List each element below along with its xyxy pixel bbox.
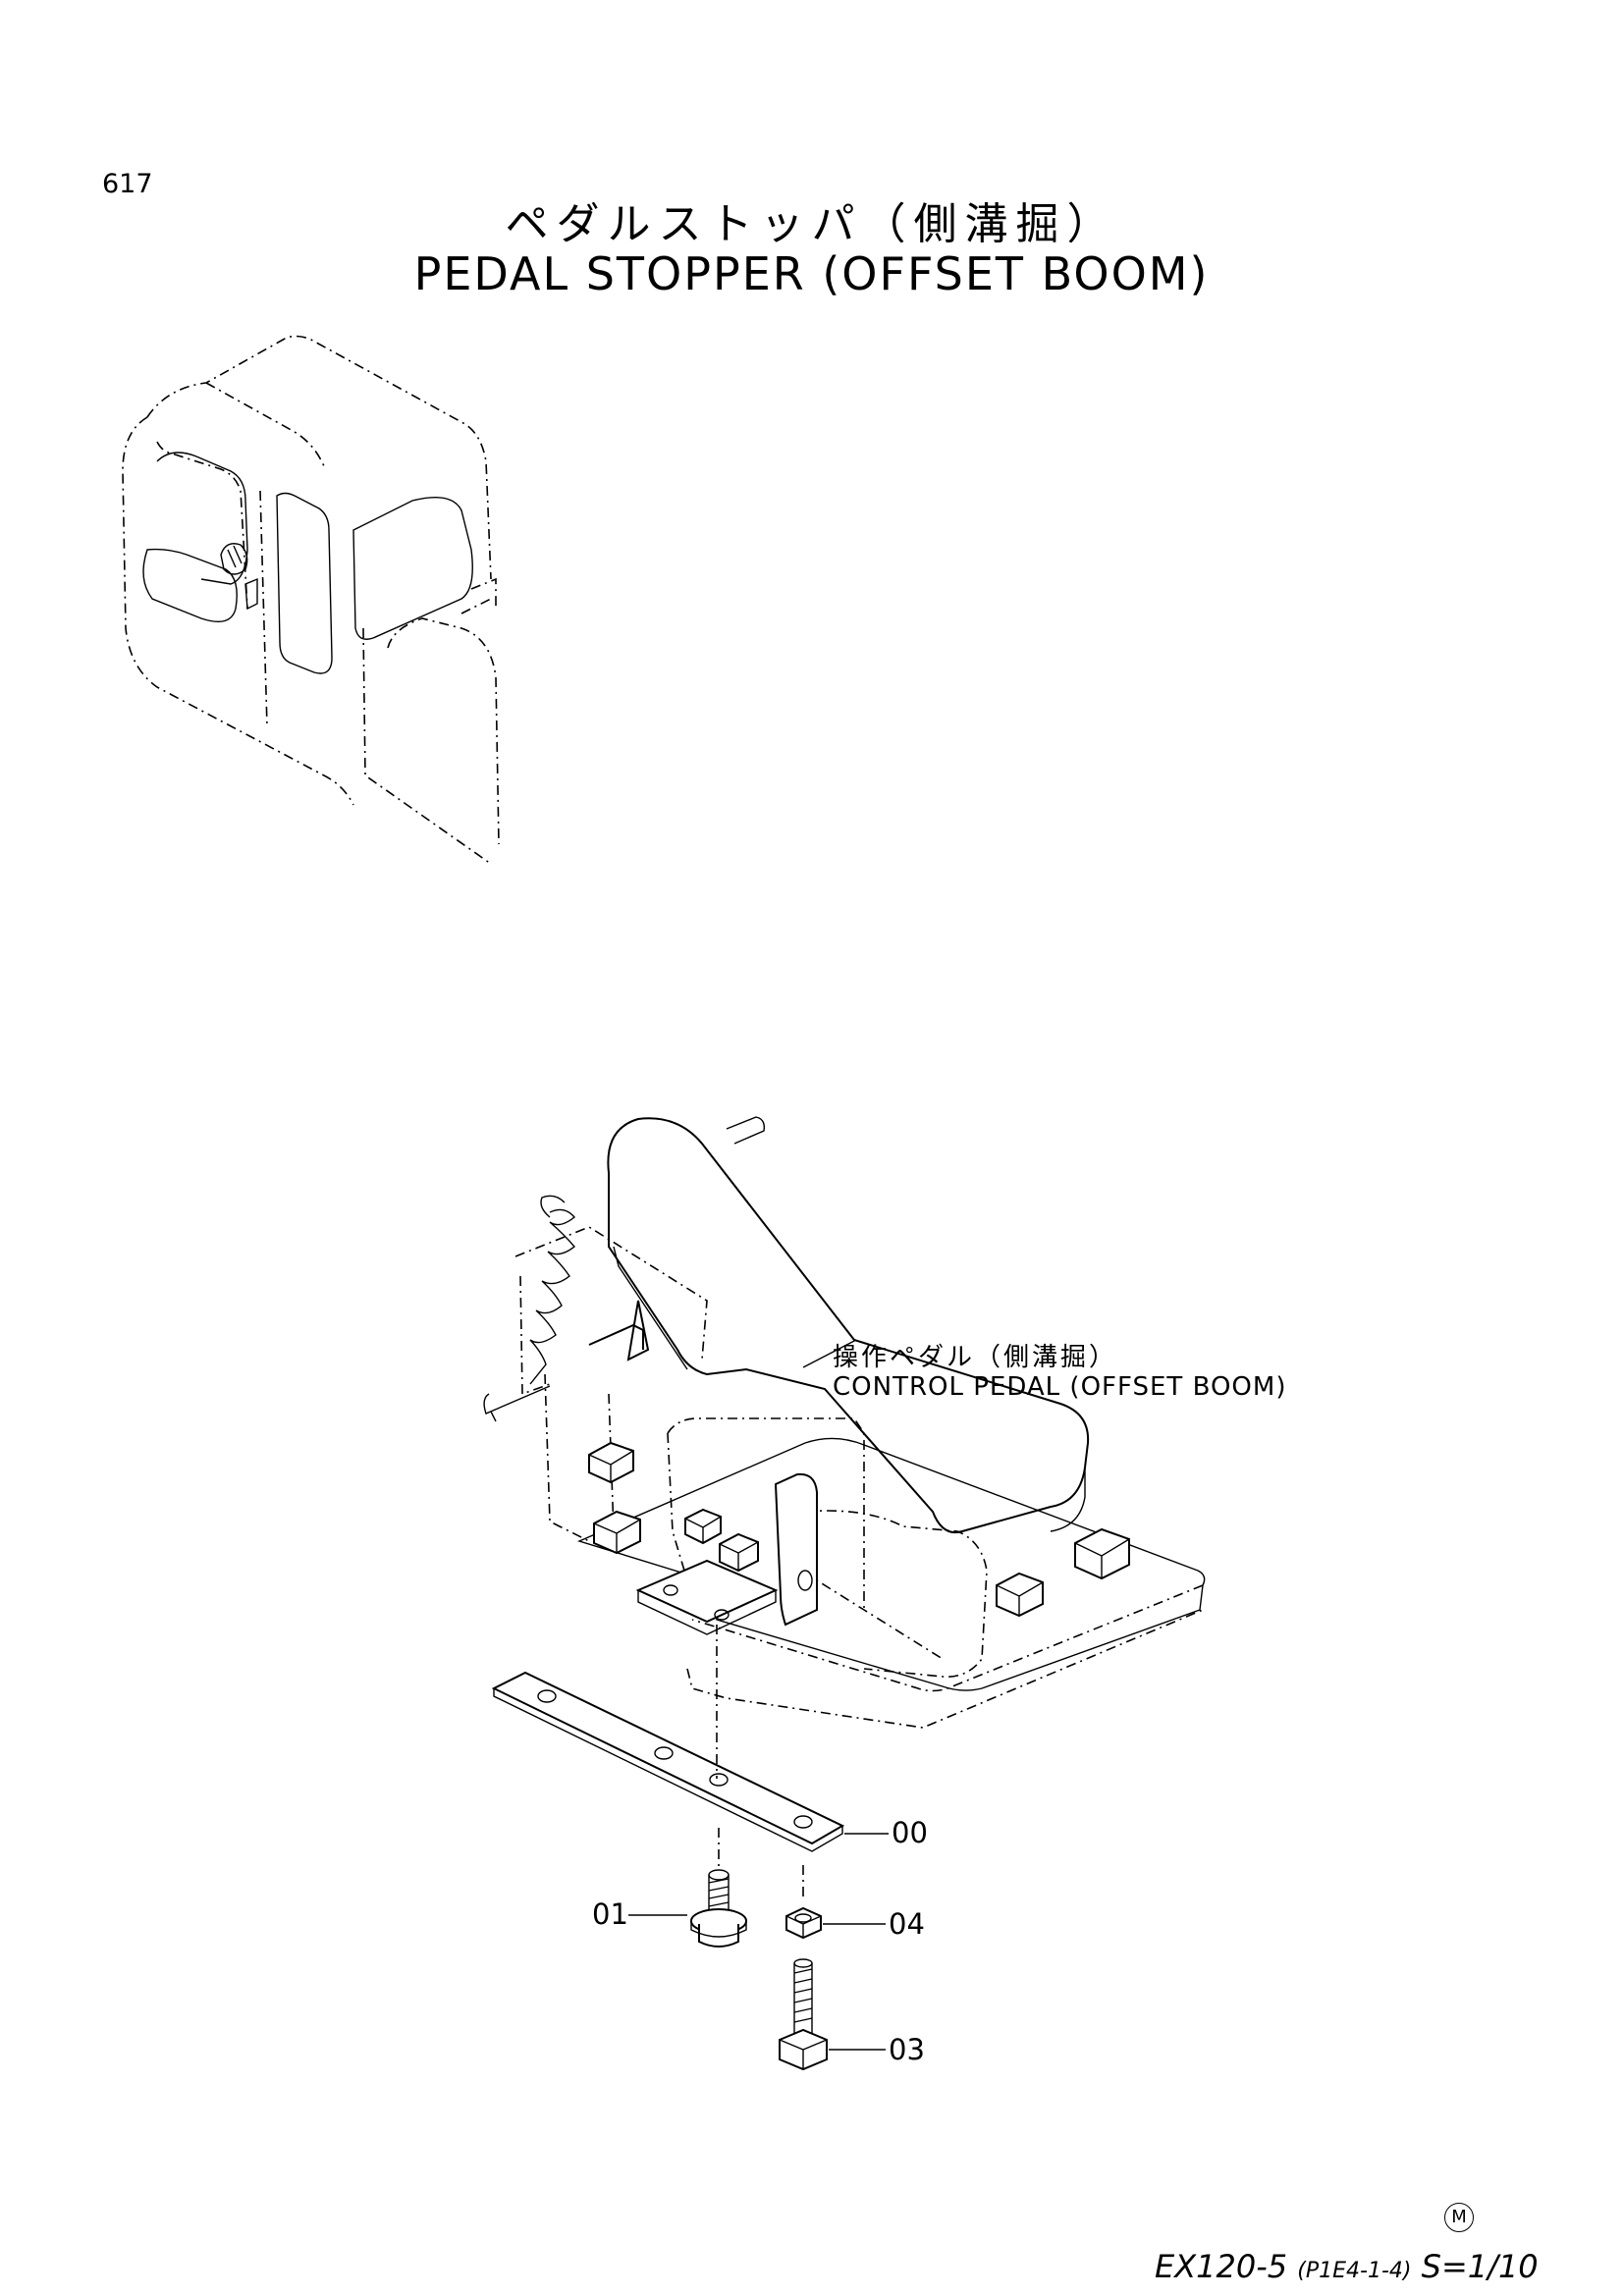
bolt-head-4 — [719, 1532, 759, 1573]
bolt-head-2 — [593, 1510, 641, 1555]
callout-japanese: 操作ペダル（側溝掘） — [833, 1343, 1118, 1372]
page-number: 617 — [102, 169, 153, 199]
title-japanese: ペダルストッパ（側溝掘） — [505, 199, 1118, 249]
scale: S=1/10 — [1421, 2248, 1539, 2285]
nut-part-04-drawing — [785, 1865, 822, 1940]
illustration-code: (P1E4-1-4) — [1297, 2259, 1412, 2283]
bolt-head-1 — [588, 1441, 634, 1484]
circled-m-mark: M — [1444, 2203, 1474, 2232]
stopper-plate-drawing — [491, 1671, 845, 1852]
part-label-03: 03 — [889, 2033, 925, 2066]
footer: EX120-5 (P1E4-1-4) S=1/10 — [1155, 2248, 1539, 2285]
bolt-part-03-drawing — [779, 1958, 828, 2071]
part-label-00: 00 — [892, 1816, 928, 1849]
title-english: PEDAL STOPPER (OFFSET BOOM) — [413, 247, 1210, 300]
part-label-01: 01 — [592, 1897, 628, 1931]
bolt-head-3 — [684, 1508, 722, 1545]
bolt-head-5 — [996, 1572, 1044, 1618]
callout-english: CONTROL PEDAL (OFFSET BOOM) — [833, 1372, 1287, 1402]
model-name: EX120-5 — [1155, 2248, 1288, 2285]
control-pedal-drawing — [483, 1116, 1206, 1729]
part-label-04: 04 — [889, 1907, 925, 1941]
bolt-head-6 — [1074, 1527, 1130, 1580]
bolt-part-01-drawing — [690, 1828, 747, 1948]
cab-overview-drawing — [122, 335, 500, 865]
